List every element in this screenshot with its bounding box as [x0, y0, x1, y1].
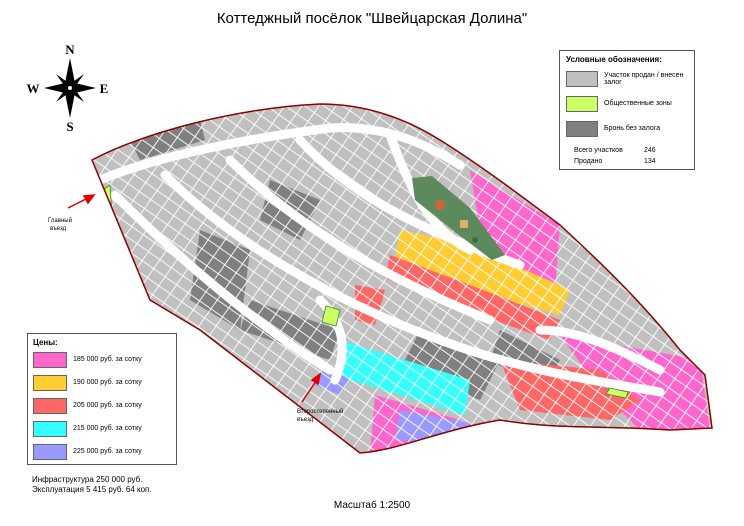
price-legend: Цены: 185 000 руб. за сотку 190 000 руб.…: [27, 333, 177, 465]
price-label-190: 190 000 руб. за сотку: [73, 379, 142, 386]
territory-boundary: [91, 103, 713, 454]
park: [412, 176, 505, 260]
secondary-entrance-label-2: въезд: [297, 417, 314, 423]
price-swatch-215: [33, 420, 67, 437]
stat-sold-label: Продано: [574, 158, 603, 165]
price-legend-heading: Цены:: [33, 338, 58, 347]
price-item-190: 190 000 руб. за сотку: [33, 374, 171, 391]
legend-swatch-public: [566, 95, 598, 112]
secondary-entrance-arrow: [301, 372, 322, 403]
price-label-215: 215 000 руб. за сотку: [73, 425, 142, 432]
stat-total-value: 246: [644, 147, 656, 154]
main-entrance-label-1: Главный: [48, 217, 72, 224]
stat-sold: Продано 134: [574, 156, 688, 167]
price-label-185: 185 000 руб. за сотку: [73, 356, 142, 363]
legend-item-public: Общественные зоны: [566, 95, 688, 112]
compass-n: N: [65, 42, 75, 57]
price-label-225: 225 000 руб. за сотку: [73, 448, 142, 455]
legend-label-public: Общественные зоны: [604, 100, 672, 107]
legend-swatch-reserved: [566, 120, 598, 137]
legend-item-sold: Участок продан / внесен залог: [566, 70, 688, 87]
compass-rose: [44, 58, 96, 118]
compass-w: W: [27, 81, 40, 96]
price-swatch-205: [33, 397, 67, 414]
price-swatch-190: [33, 374, 67, 391]
status-legend-heading: Условные обозначения:: [566, 55, 662, 64]
legend-label-sold: Участок продан / внесен залог: [604, 71, 684, 86]
price-item-185: 185 000 руб. за сотку: [33, 351, 171, 368]
price-item-225: 225 000 руб. за сотку: [33, 443, 171, 460]
stat-total-label: Всего участков: [574, 147, 623, 154]
page-title: Коттеджный посёлок "Швейцарская Долина": [216, 10, 528, 27]
secondary-entrance-label-1: Второстепенный: [297, 408, 343, 415]
stat-total: Всего участков 246: [574, 145, 688, 156]
price-label-205: 205 000 руб. за сотку: [73, 402, 142, 409]
compass-e: E: [100, 81, 109, 96]
legend-swatch-sold: [566, 70, 598, 87]
compass-s: S: [66, 119, 73, 134]
price-item-215: 215 000 руб. за сотку: [33, 420, 171, 437]
exploitation-cost: Эксплуатация 5 415 руб. 64 коп.: [32, 485, 152, 494]
main-entrance-label-2: въезд: [50, 226, 67, 232]
infrastructure-cost: Инфраструктура 250 000 руб.: [32, 475, 143, 484]
legend-item-reserved: Бронь без залога: [566, 120, 688, 137]
price-swatch-225: [33, 443, 67, 460]
status-legend: Условные обозначения: Участок продан / в…: [559, 50, 695, 170]
legend-label-reserved: Бронь без залога: [604, 125, 661, 132]
price-swatch-185: [33, 351, 67, 368]
map-scale: Масштаб 1:2500: [333, 500, 411, 511]
price-item-205: 205 000 руб. за сотку: [33, 397, 171, 414]
main-entrance-arrow: [67, 194, 96, 209]
stat-sold-value: 134: [644, 158, 656, 165]
